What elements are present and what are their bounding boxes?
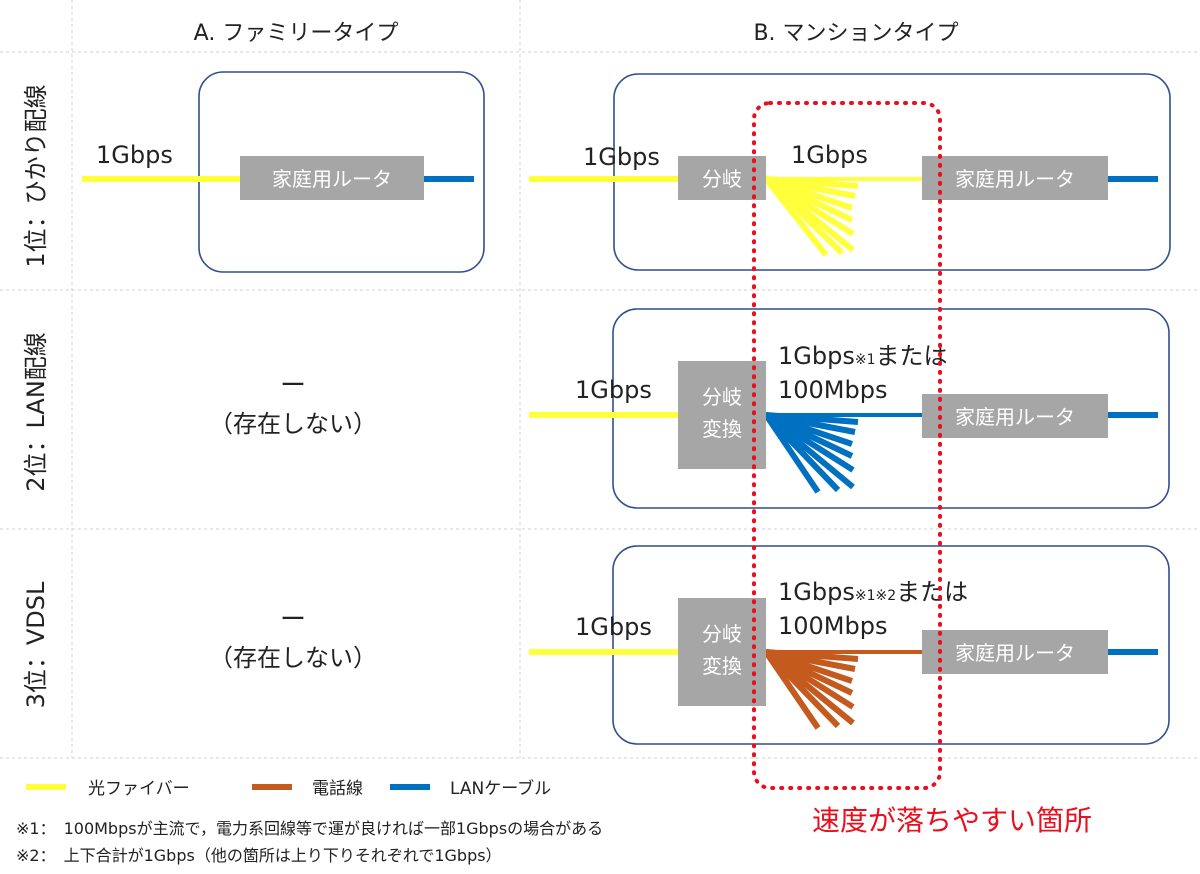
family-none-dash: ー <box>280 371 306 401</box>
family-none-dash: ー <box>280 605 306 635</box>
mansion-lan-diagram: 分岐 変換 家庭用ルータ 1Gbps 1Gbps※1または 100Mbps <box>529 308 1170 509</box>
router-label: 家庭用ルータ <box>955 167 1075 191</box>
family-none-label: （存在しない） <box>209 644 377 672</box>
row-label-vdsl: 3位：VDSL <box>22 581 50 708</box>
router-box <box>240 156 424 200</box>
family-fiber-diagram: 家庭用ルータ 1Gbps <box>82 71 485 273</box>
legend-label-fiber: 光ファイバー <box>88 779 190 799</box>
row-label-fiber: 1位：ひかり配線 <box>22 84 50 267</box>
splitter-label: 分岐 <box>702 167 742 191</box>
router-box <box>922 394 1108 438</box>
footnote-2: ※2： 上下合計が1Gbps（他の箇所は上り下りそれぞれで1Gbps） <box>16 846 502 865</box>
output-speed-label: 1Gbps※1または <box>778 342 947 370</box>
home-frame <box>198 71 485 273</box>
legend-label-lan: LANケーブル <box>450 778 551 799</box>
building-frame <box>612 545 1170 745</box>
row-label-lan: 2位：LAN配線 <box>22 332 50 492</box>
output-speed-alt: 100Mbps <box>778 612 888 640</box>
mansion-fiber-diagram: 分岐 家庭用ルータ 1Gbps 1Gbps <box>529 73 1171 271</box>
router-box <box>922 156 1108 200</box>
splitter-box <box>678 156 766 200</box>
table-grid <box>0 0 1200 759</box>
fiber-branch-fan <box>763 176 859 257</box>
splitter-converter-box <box>678 361 766 469</box>
splitter-label: 分岐 <box>702 622 742 646</box>
output-speed-or: または <box>896 578 968 606</box>
lan-branch-fan <box>763 412 859 494</box>
legend: 光ファイバー 電話線 LANケーブル <box>26 778 551 799</box>
legend-label-phone: 電話線 <box>312 779 363 799</box>
splitter-label: 分岐 <box>702 385 742 409</box>
phone-branch-fan <box>763 649 859 730</box>
slow-section-label: 速度が落ちやすい箇所 <box>812 804 1092 837</box>
converter-label: 変換 <box>702 654 742 678</box>
output-speed-label: 1Gbps <box>791 141 868 169</box>
output-speed-value: 1Gbps <box>778 578 855 606</box>
footnote-ref: ※1 <box>855 352 876 368</box>
column-header-mansion: B. マンションタイプ <box>753 21 958 46</box>
output-speed-label: 1Gbps※1※2または <box>778 578 968 606</box>
slow-section-highlight <box>752 101 942 790</box>
family-none-label: （存在しない） <box>209 410 377 438</box>
building-frame <box>613 73 1171 271</box>
footnote-1: ※1： 100Mbpsが主流で，電力系回線等で運が良ければ一部1Gbpsの場合が… <box>16 819 603 838</box>
input-speed-label: 1Gbps <box>575 376 652 404</box>
splitter-converter-box <box>678 598 766 706</box>
output-speed-or: または <box>875 342 947 370</box>
mansion-vdsl-diagram: 分岐 変換 家庭用ルータ 1Gbps 1Gbps※1※2または 100Mbps <box>529 545 1170 745</box>
router-label: 家庭用ルータ <box>955 405 1075 429</box>
router-label: 家庭用ルータ <box>955 641 1075 665</box>
input-speed-label: 1Gbps <box>583 143 660 171</box>
output-speed-value: 1Gbps <box>778 342 855 370</box>
building-frame <box>612 308 1170 509</box>
converter-label: 変換 <box>702 417 742 441</box>
column-header-family: A. ファミリータイプ <box>194 21 399 46</box>
router-label: 家庭用ルータ <box>272 167 392 191</box>
footnote-ref: ※1※2 <box>855 588 896 604</box>
router-box <box>922 630 1108 674</box>
family-speed-label: 1Gbps <box>96 141 173 169</box>
output-speed-alt: 100Mbps <box>778 376 888 404</box>
input-speed-label: 1Gbps <box>575 613 652 641</box>
